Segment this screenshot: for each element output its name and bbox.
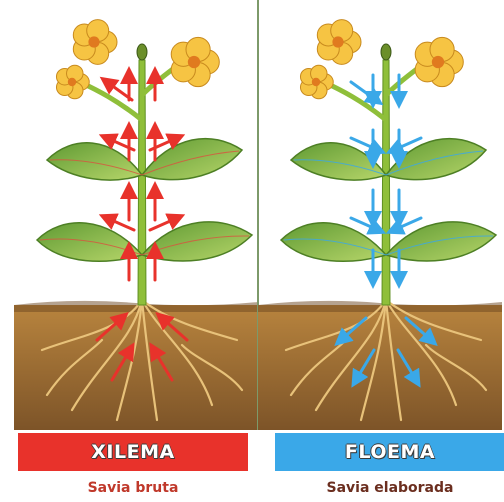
plant-illustration	[258, 0, 502, 430]
bud	[137, 44, 147, 60]
flower-icon	[317, 20, 361, 65]
stem	[138, 60, 146, 305]
stem	[382, 60, 390, 305]
flower-icon	[56, 65, 89, 99]
xilema-caption: Savia bruta	[18, 480, 248, 496]
soil-area	[14, 305, 258, 430]
leaf	[281, 223, 386, 261]
floema-panel	[258, 0, 502, 430]
xilema-banner-label: XILEMA	[91, 441, 174, 463]
flower-icon	[171, 37, 219, 86]
flower-icon	[73, 20, 117, 65]
plant-illustration	[14, 0, 258, 430]
flower-icon	[415, 37, 463, 86]
floema-banner-label: FLOEMA	[345, 441, 435, 463]
flower-icon	[300, 65, 333, 99]
xilema-banner: XILEMA	[18, 433, 248, 471]
xilema-panel	[14, 0, 258, 430]
leaf	[37, 223, 142, 261]
floema-caption: Savia elaborada	[275, 480, 504, 496]
soil-area	[258, 305, 502, 430]
floema-banner: FLOEMA	[275, 433, 504, 471]
bud	[381, 44, 391, 60]
